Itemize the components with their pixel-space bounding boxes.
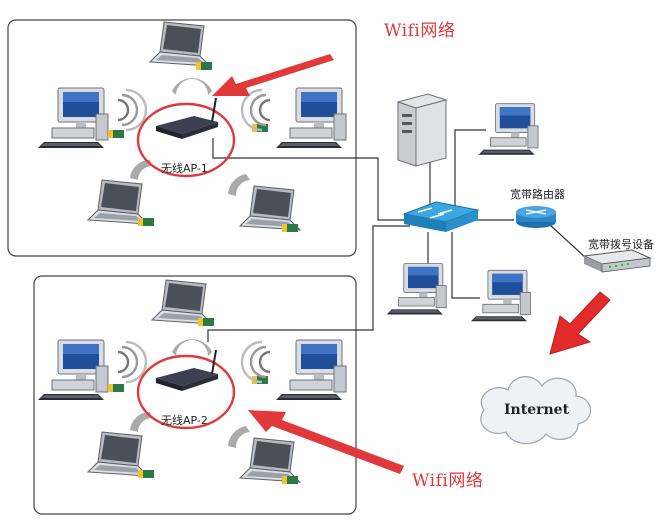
modem-icon: [582, 249, 652, 273]
ap1-highlight-ring: [136, 102, 236, 178]
wifi-signal-icon: [130, 159, 152, 180]
wireless-card-icon: [196, 62, 212, 70]
switch-icon: [402, 201, 480, 232]
wireless-card-icon: [138, 470, 154, 478]
red-arrow-icon: [212, 54, 334, 96]
wifi-network-label-top: Wifi网络: [384, 21, 456, 41]
desktop-pc-icon: [386, 263, 447, 315]
wireless-card-icon: [108, 130, 124, 138]
ap2-highlight-ring: [136, 354, 236, 430]
cloud-icon: [480, 376, 592, 445]
wireless-card-icon: [198, 318, 214, 326]
wifi-signal-icon: [172, 78, 212, 95]
ap2-label: 无线AP-2: [161, 414, 208, 427]
dialup-device-label: 宽带拨号设备: [588, 238, 654, 251]
router-label: 宽带路由器: [510, 188, 565, 201]
ap1-label: 无线AP-1: [161, 162, 208, 175]
wireless-card-icon: [282, 224, 298, 232]
internet-label: Internet: [504, 402, 570, 418]
desktop-pc-icon: [478, 103, 539, 156]
desktop-pc-icon: [470, 269, 531, 322]
wifi-signal-icon: [172, 339, 212, 356]
wifi-signal-icon: [228, 426, 250, 448]
wireless-card-icon: [282, 476, 298, 484]
wifi-signal-icon: [228, 174, 250, 196]
connection-lines: [207, 129, 587, 342]
red-arrow-icon: [549, 291, 611, 355]
router-icon: [516, 206, 556, 228]
server-icon: [396, 93, 448, 167]
wireless-card-icon: [108, 384, 124, 392]
wifi-network-label-bottom: Wifi网络: [412, 471, 484, 491]
wireless-card-icon: [138, 218, 154, 226]
wifi-signal-icon: [130, 411, 152, 432]
red-arrow-icon: [248, 410, 404, 474]
